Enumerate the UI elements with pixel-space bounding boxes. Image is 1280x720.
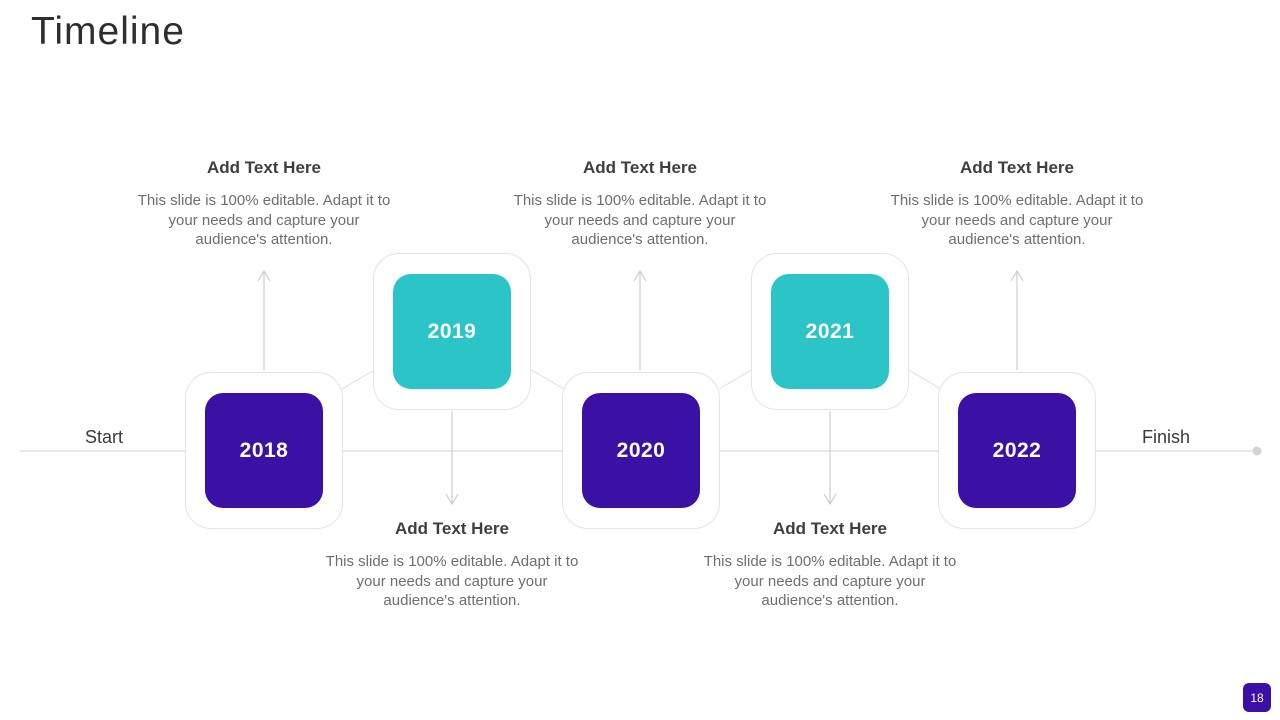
year-label: 2018 <box>205 393 323 508</box>
milestone-card-2021[interactable]: 2021 <box>751 253 909 410</box>
page-title: Timeline <box>31 10 185 53</box>
milestone-card-2022[interactable]: 2022 <box>938 372 1096 529</box>
year-label: 2021 <box>771 274 889 389</box>
caption-heading: Add Text Here <box>395 519 509 538</box>
connector-line <box>906 368 942 390</box>
page-number-badge: 18 <box>1243 683 1271 712</box>
caption-block-top-1[interactable]: Add Text Here This slide is 100% editabl… <box>137 158 391 250</box>
year-label: 2020 <box>582 393 700 508</box>
up-arrow <box>633 269 647 370</box>
caption-body: This slide is 100% editable. Adapt it to… <box>325 553 579 609</box>
caption-block-top-3[interactable]: Add Text Here This slide is 100% editabl… <box>890 158 1144 250</box>
caption-block-top-2[interactable]: Add Text Here This slide is 100% editabl… <box>513 158 767 250</box>
caption-body: This slide is 100% editable. Adapt it to… <box>890 192 1144 248</box>
caption-heading: Add Text Here <box>960 158 1074 177</box>
caption-block-bottom-2[interactable]: Add Text Here This slide is 100% editabl… <box>703 519 957 611</box>
milestone-card-2018[interactable]: 2018 <box>185 372 343 529</box>
caption-heading: Add Text Here <box>583 158 697 177</box>
caption-heading: Add Text Here <box>207 158 321 177</box>
timeline-start-label: Start <box>84 427 123 447</box>
caption-heading: Add Text Here <box>773 519 887 538</box>
connector-line <box>529 368 565 390</box>
caption-body: This slide is 100% editable. Adapt it to… <box>703 553 957 609</box>
up-arrow <box>257 269 271 370</box>
milestone-card-2020[interactable]: 2020 <box>562 372 720 529</box>
year-label: 2022 <box>958 393 1076 508</box>
caption-body: This slide is 100% editable. Adapt it to… <box>513 192 767 248</box>
milestone-card-2019[interactable]: 2019 <box>373 253 531 410</box>
caption-body: This slide is 100% editable. Adapt it to… <box>137 192 391 248</box>
connector-line <box>718 368 754 390</box>
down-arrow <box>445 411 459 506</box>
caption-block-bottom-1[interactable]: Add Text Here This slide is 100% editabl… <box>325 519 579 611</box>
down-arrow <box>823 411 837 506</box>
timeline-end-dot <box>1252 446 1262 456</box>
up-arrow <box>1010 269 1024 370</box>
timeline-finish-label: Finish <box>1141 427 1190 447</box>
year-label: 2019 <box>393 274 511 389</box>
connector-line <box>341 368 377 390</box>
